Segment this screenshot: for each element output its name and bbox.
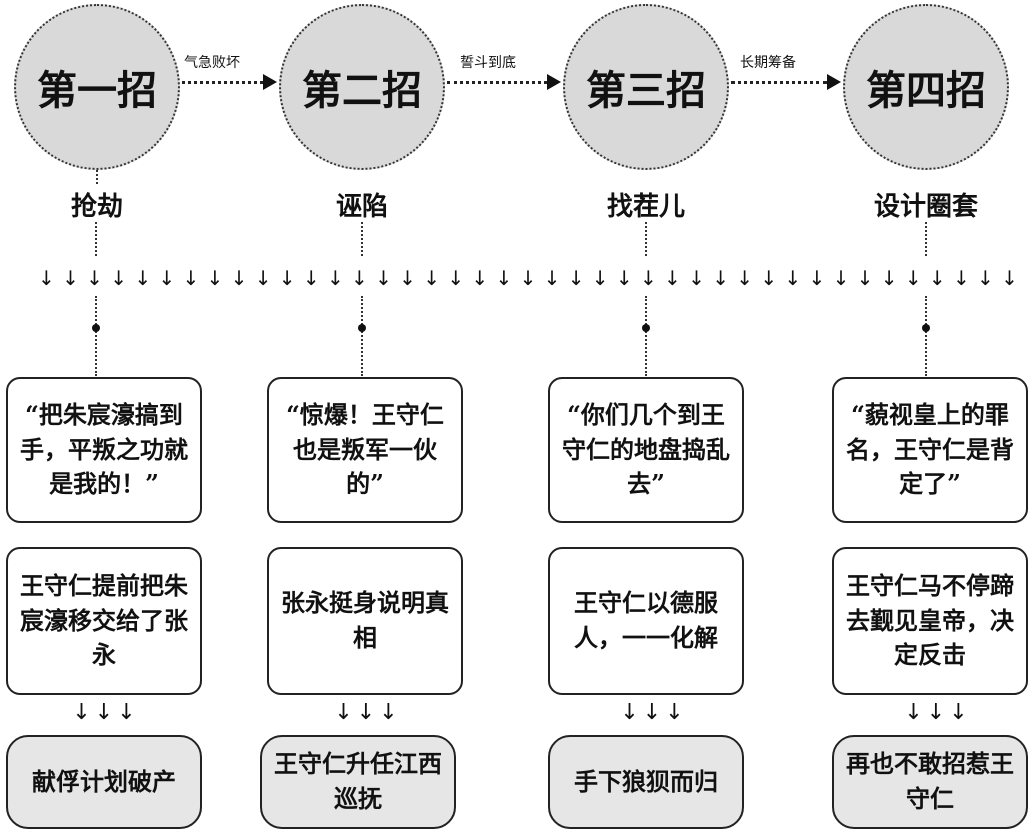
down-arrow-icon: ↓ [519, 266, 537, 290]
down-arrow-icon: ↓ [832, 266, 850, 290]
down-arrows-icon: ↓↓↓ [334, 700, 402, 725]
down-arrow-icon: ↓ [62, 266, 79, 290]
dot-icon [358, 324, 366, 332]
connector-line [95, 296, 97, 376]
down-arrow-icon: ↓ [904, 266, 922, 290]
move-4-response: 王守仁马不停蹄去觐见皇帝，决定反击 [832, 547, 1028, 695]
down-arrow-icon: ↓ [86, 266, 103, 290]
down-arrow-icon: ↓ [302, 266, 320, 290]
down-arrow-icon: ↓ [278, 266, 296, 290]
down-arrow-icon: ↓ [808, 266, 826, 290]
down-arrow-icon: ↓ [495, 266, 513, 290]
down-arrow-icon: ↓ [736, 266, 754, 290]
down-arrow-icon: ↓ [254, 266, 272, 290]
down-arrow-icon: ↓ [928, 266, 946, 290]
transition-label-1: 气急败坏 [184, 55, 240, 71]
down-arrow-icon: ↓ [326, 266, 344, 290]
dot-icon [92, 324, 100, 332]
move-4-result: 再也不敢招惹王守仁 [832, 735, 1028, 829]
down-arrow-icon: ↓ [784, 266, 802, 290]
arrow-right-icon [447, 74, 561, 90]
move-3-response: 王守仁以德服人，一一化解 [548, 547, 744, 695]
down-arrow-icon: ↓ [38, 266, 55, 290]
dot-icon [922, 324, 930, 332]
down-arrow-icon: ↓ [423, 266, 441, 290]
connector-line [361, 296, 363, 376]
down-arrow-icon: ↓ [688, 266, 705, 290]
connector-line [645, 296, 647, 376]
connector-line [925, 296, 927, 376]
down-arrow-icon: ↓ [952, 266, 970, 290]
move-2-circle: 第二招 [279, 4, 445, 170]
down-arrow-icon: ↓ [664, 266, 681, 290]
down-arrow-row: ↓↓↓↓↓↓↓↓↓↓↓↓↓↓↓↓↓↓↓↓↓↓↓↓↓↓↓↓↓↓↓↓↓↓↓↓↓↓↓↓… [38, 266, 1018, 290]
move-2-quote: “惊爆！王守仁也是叛军一伙的” [267, 377, 463, 523]
down-arrow-icon: ↓ [471, 266, 489, 290]
down-arrow-icon: ↓ [399, 266, 416, 290]
move-4-quote: “藐视皇上的罪名，王守仁是背定了” [832, 377, 1028, 523]
arrow-right-icon [182, 74, 277, 90]
connector-line [95, 222, 97, 256]
down-arrow-icon: ↓ [206, 266, 224, 290]
down-arrow-icon: ↓ [110, 266, 127, 290]
down-arrow-icon: ↓ [182, 266, 200, 290]
down-arrow-icon: ↓ [543, 266, 561, 290]
move-1-response: 王守仁提前把朱宸濠移交给了张永 [6, 547, 202, 695]
down-arrow-icon: ↓ [351, 266, 368, 290]
transition-label-3: 长期筹备 [740, 55, 796, 71]
arrow-right-icon [731, 74, 841, 90]
move-2-result: 王守仁升任江西巡抚 [260, 735, 456, 829]
down-arrows-icon: ↓↓↓ [72, 700, 140, 725]
move-3-circle: 第三招 [563, 4, 729, 170]
move-3-label: 找茬儿 [606, 192, 686, 222]
connector-line [361, 222, 363, 256]
move-1-result: 献俘计划破产 [6, 735, 202, 829]
down-arrows-icon: ↓↓↓ [904, 700, 972, 725]
down-arrow-icon: ↓ [760, 266, 778, 290]
move-3-result: 手下狼狈而归 [548, 735, 744, 829]
down-arrow-icon: ↓ [375, 266, 392, 290]
move-2-label: 诬陷 [335, 192, 389, 222]
move-4-label: 设计圈套 [873, 192, 979, 222]
transition-label-2: 誓斗到底 [460, 55, 516, 71]
down-arrow-icon: ↓ [591, 266, 609, 290]
down-arrow-icon: ↓ [230, 266, 248, 290]
dot-icon [642, 324, 650, 332]
down-arrow-icon: ↓ [977, 266, 994, 290]
move-3-quote: “你们几个到王守仁的地盘捣乱去” [548, 377, 744, 523]
connector-line [645, 222, 647, 256]
down-arrow-icon: ↓ [447, 266, 465, 290]
move-2-response: 张永挺身说明真相 [267, 547, 463, 695]
down-arrow-icon: ↓ [880, 266, 898, 290]
move-1-circle: 第一招 [14, 4, 180, 170]
down-arrow-icon: ↓ [639, 266, 657, 290]
down-arrow-icon: ↓ [567, 266, 585, 290]
down-arrow-icon: ↓ [615, 266, 633, 290]
down-arrow-icon: ↓ [134, 266, 152, 290]
move-1-label: 抢劫 [70, 192, 124, 222]
move-4-circle: 第四招 [843, 4, 1009, 170]
down-arrow-icon: ↓ [856, 266, 874, 290]
down-arrows-icon: ↓↓↓ [620, 700, 688, 725]
down-arrow-icon: ↓ [158, 266, 176, 290]
down-arrow-icon: ↓ [1001, 266, 1018, 290]
connector-line [925, 222, 927, 256]
down-arrow-icon: ↓ [712, 266, 729, 290]
move-1-quote: “把朱宸濠搞到手，平叛之功就是我的！” [6, 377, 202, 523]
